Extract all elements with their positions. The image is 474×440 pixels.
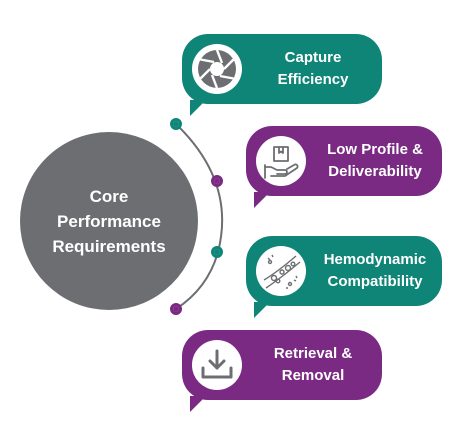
card-label-capture: Capture Efficiency <box>277 49 349 88</box>
node-hemodynamic <box>211 246 223 258</box>
hand-holding-box-icon <box>256 136 306 186</box>
node-capture <box>170 118 182 130</box>
card-label-low-profile: Low Profile & Deliverability <box>327 141 423 180</box>
download-tray-icon <box>192 340 242 390</box>
node-retrieval <box>170 303 182 315</box>
card-retrieval: Retrieval & Removal <box>182 330 382 412</box>
card-capture-efficiency: Capture Efficiency <box>182 34 382 116</box>
aperture-icon <box>192 44 242 94</box>
core-circle: Core Performance Requirements <box>20 132 198 310</box>
card-hemodynamic: Hemodynamic Compatibility <box>246 236 442 318</box>
blood-flow-icon <box>256 246 306 296</box>
card-low-profile: Low Profile & Deliverability <box>246 126 442 208</box>
core-label: Core Performance Requirements <box>52 186 166 256</box>
card-label-hemodynamic: Hemodynamic Compatibility <box>323 251 427 290</box>
card-label-retrieval: Retrieval & Removal <box>273 345 353 384</box>
node-low-profile <box>211 175 223 187</box>
